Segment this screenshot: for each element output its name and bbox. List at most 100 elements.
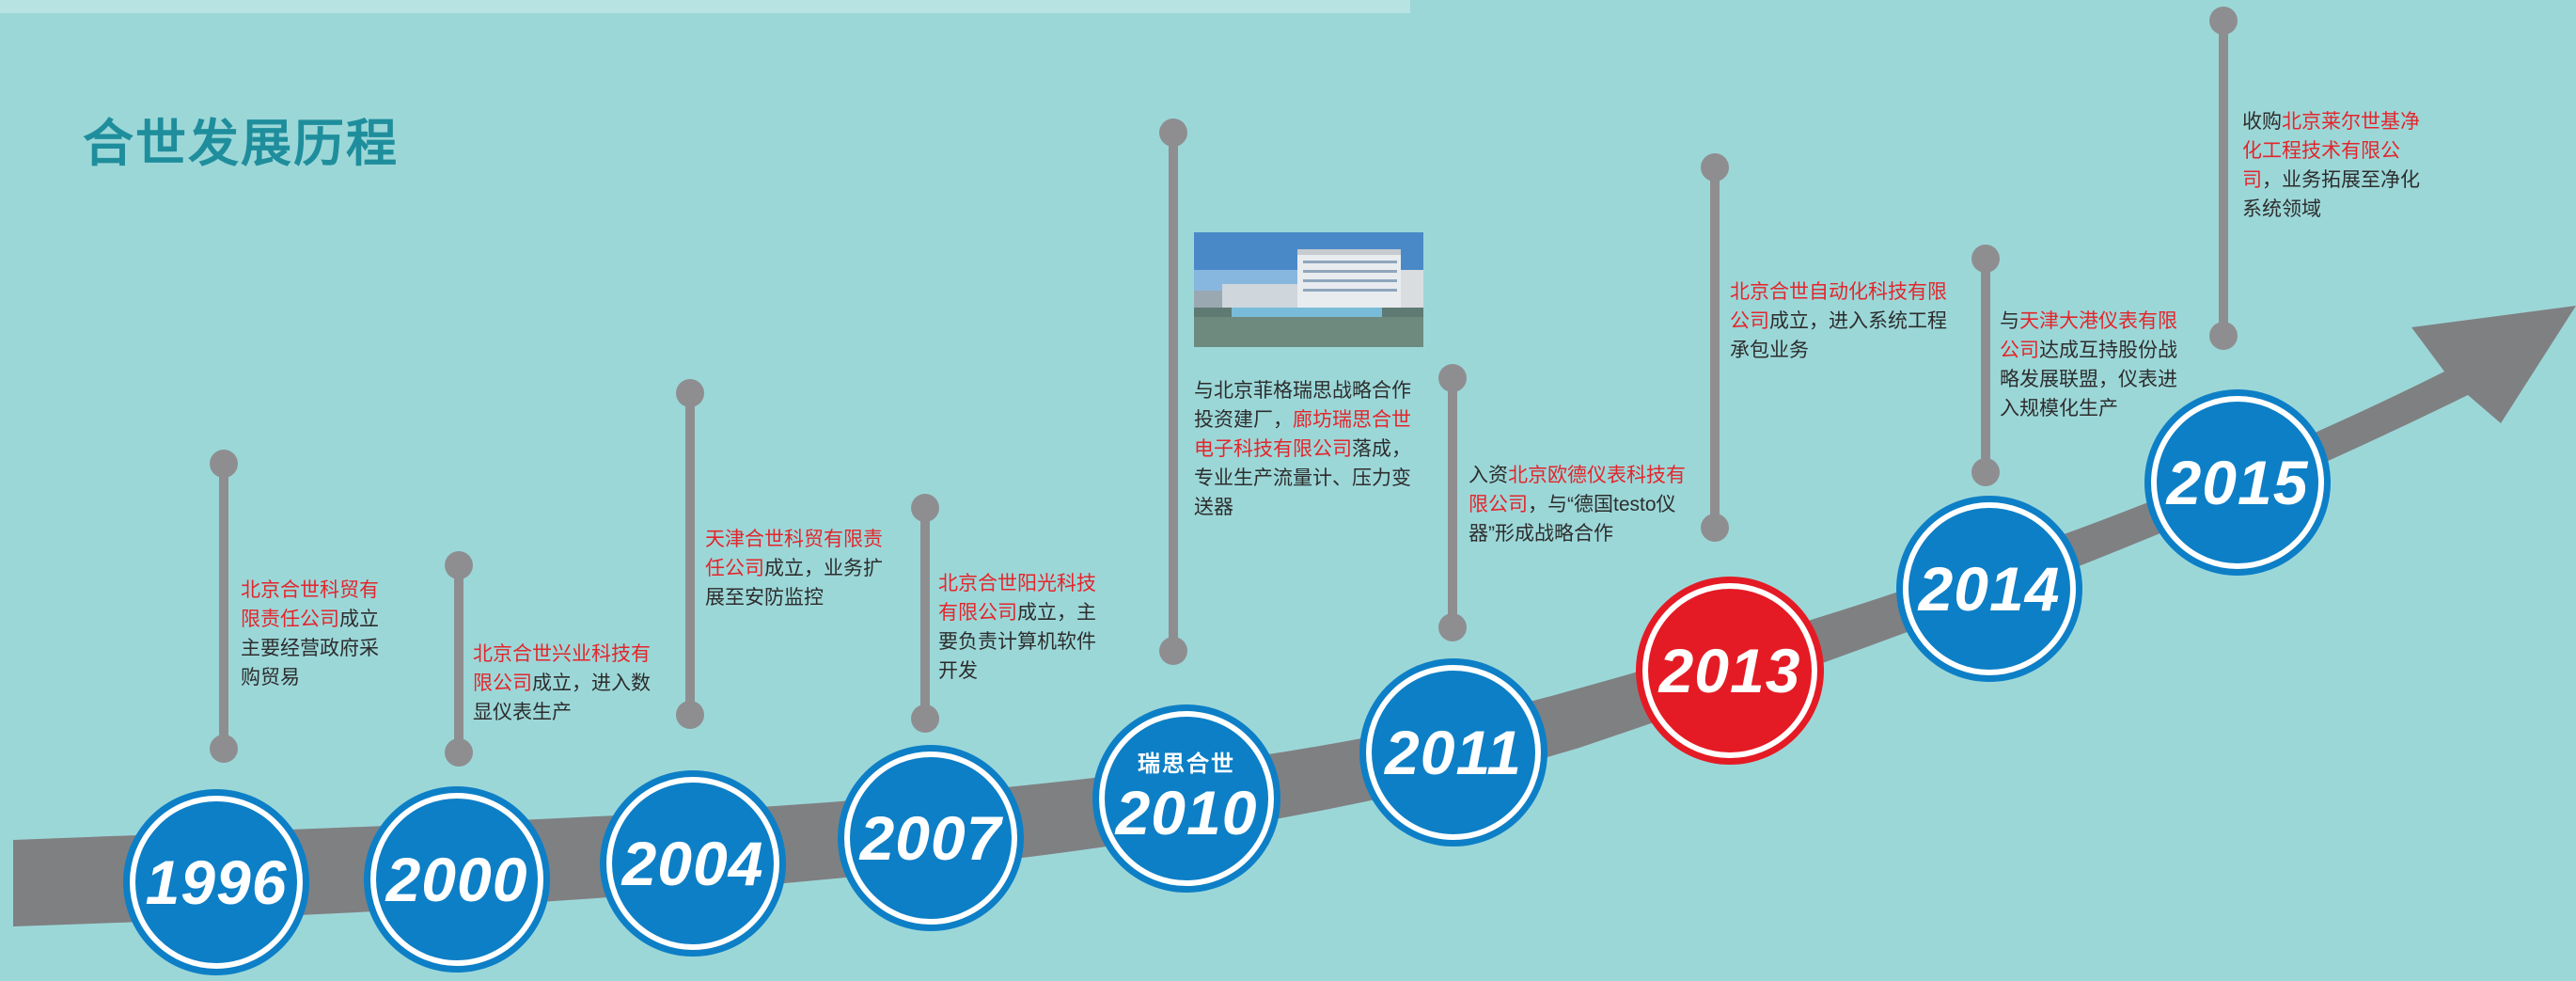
description-text: 系统领域 — [2242, 198, 2321, 220]
milestone-description: 入资北京欧德仪表科技有限公司，与“德国testo仪器”形成战略合作 — [1469, 461, 1686, 548]
badge-year: 2015 — [2166, 448, 2309, 517]
badge-year: 2000 — [385, 845, 528, 914]
company-name: 北京欧德仪表科技有 — [1508, 465, 1686, 486]
milestone-description: 与天津大港仪表有限公司达成互持股份战略发展联盟，仪表进入规模化生产 — [2000, 307, 2177, 423]
milestone-description: 北京合世阳光科技有限公司成立，主要负责计算机软件开发 — [938, 569, 1096, 686]
year-badge-2000: 2000 — [370, 793, 543, 966]
milestone-pin-dot — [445, 551, 473, 579]
company-name: 电子科技有限公司 — [1194, 438, 1352, 460]
year-badge-2014: 2014 — [1903, 502, 2076, 675]
company-name: 限公司 — [473, 672, 532, 694]
milestone-pin-line — [1169, 133, 1178, 651]
company-name: 公司 — [2000, 340, 2039, 361]
milestone-pin-dot — [1701, 514, 1729, 542]
company-name: 北京合世阳光科技 — [938, 573, 1096, 594]
milestone-pin-dot — [911, 704, 939, 733]
year-badge-2004: 2004 — [606, 777, 779, 950]
description-text: 成立，业务扩 — [764, 558, 883, 579]
year-badge-2007: 2007 — [844, 752, 1017, 925]
milestone-pin-line — [920, 508, 930, 719]
milestone-pin-dot — [1438, 364, 1467, 392]
badge-year: 2004 — [621, 829, 764, 898]
milestone-description: 北京合世自动化科技有限公司成立，进入系统工程承包业务 — [1730, 277, 1947, 365]
badge-subtitle: 瑞思合世 — [1138, 752, 1235, 777]
milestone-pin-line — [219, 464, 228, 749]
milestone-pin-line — [685, 393, 695, 715]
description-text: 入资 — [1469, 465, 1508, 486]
description-text: 入规模化生产 — [2000, 398, 2118, 419]
year-badge-2011: 2011 — [1366, 665, 1541, 840]
milestone-pin-dot — [210, 450, 238, 478]
badge-year: 2007 — [859, 803, 1002, 873]
description-text: 成立，进入数 — [532, 672, 651, 694]
badge-year: 2011 — [1385, 718, 1522, 787]
company-name: 廊坊瑞思合世 — [1293, 409, 1411, 431]
description-text: 成立 — [339, 609, 379, 630]
description-text: 落成， — [1352, 438, 1411, 460]
milestone-pin-dot — [676, 379, 704, 407]
description-text: 与 — [2000, 310, 2019, 332]
milestone-pin-line — [2219, 21, 2228, 336]
description-text: 专业生产流量计、压力变 — [1194, 467, 1411, 489]
company-name: 限公司 — [1469, 494, 1528, 515]
company-name: 北京合世科贸有 — [241, 579, 379, 601]
milestone-pin-dot — [210, 735, 238, 763]
milestone-pin-line — [1448, 378, 1457, 627]
company-name: 天津合世科贸有限责 — [705, 529, 883, 550]
milestone-pin-dot — [1438, 613, 1467, 641]
badge-year: 2014 — [1918, 554, 2061, 624]
company-name: 北京合世自动化科技有限 — [1730, 281, 1947, 303]
description-text: ，与“德国testo仪 — [1528, 494, 1676, 515]
badge-year: 2010 — [1115, 778, 1258, 847]
company-name: 限责任公司 — [241, 609, 339, 630]
year-badge-2015: 2015 — [2151, 396, 2324, 569]
milestone-pin-line — [454, 565, 463, 752]
milestone-description: 收购北京莱尔世基净化工程技术有限公司，业务拓展至净化系统领域 — [2242, 107, 2420, 224]
milestone-description: 北京合世科贸有限责任公司成立主要经营政府采购贸易 — [241, 576, 379, 692]
company-name: 有限公司 — [938, 602, 1017, 624]
badge-year: 2013 — [1658, 636, 1801, 705]
milestone-pin-dot — [1701, 153, 1729, 182]
milestone-pin-dot — [1159, 637, 1187, 665]
company-name: 化工程技术有限公 — [2242, 140, 2400, 162]
milestone-description: 北京合世兴业科技有限公司成立，进入数显仪表生产 — [473, 640, 651, 727]
milestone-pin-dot — [1159, 119, 1187, 147]
milestone-description: 天津合世科贸有限责任公司成立，业务扩展至安防监控 — [705, 525, 883, 612]
milestone-pin-dot — [2209, 322, 2238, 350]
milestone-pin-line — [1981, 259, 1990, 472]
description-text: 主要经营政府采 — [241, 638, 379, 659]
year-badge-2013: 2013 — [1642, 583, 1817, 758]
badge-year: 1996 — [145, 847, 288, 917]
description-text: 收购 — [2242, 111, 2282, 133]
description-text: 承包业务 — [1730, 340, 1809, 361]
description-text: 成立，进入系统工程 — [1769, 310, 1947, 332]
company-name: 任公司 — [705, 558, 764, 579]
milestone-pin-dot — [911, 494, 939, 522]
description-text: 成立，主 — [1017, 602, 1096, 624]
description-text: 开发 — [938, 660, 978, 682]
milestone-pin-dot — [1971, 245, 2000, 273]
description-text: 送器 — [1194, 497, 1233, 518]
description-text: 略发展联盟，仪表进 — [2000, 369, 2177, 390]
factory-photo — [1194, 232, 1423, 347]
milestone-pin-dot — [2209, 7, 2238, 35]
company-name: 司 — [2242, 169, 2262, 191]
company-name: 北京合世兴业科技有 — [473, 643, 651, 665]
description-text: 与北京菲格瑞思战略合作 — [1194, 380, 1411, 402]
milestone-pin-dot — [1971, 458, 2000, 486]
company-name: 北京莱尔世基净 — [2282, 111, 2420, 133]
description-text: 显仪表生产 — [473, 702, 572, 723]
description-text: 购贸易 — [241, 667, 300, 688]
description-text: 器”形成战略合作 — [1469, 523, 1613, 545]
description-text: 达成互持股份战 — [2039, 340, 2177, 361]
description-text: 要负责计算机软件 — [938, 631, 1096, 653]
milestone-pin-dot — [676, 701, 704, 729]
milestone-description: 与北京菲格瑞思战略合作投资建厂，廊坊瑞思合世电子科技有限公司落成， 专业生产流量计… — [1194, 376, 1411, 522]
description-text: 展至安防监控 — [705, 587, 824, 609]
description-text: ，业务拓展至净化 — [2262, 169, 2420, 191]
description-text: 投资建厂， — [1194, 409, 1293, 431]
page-title: 合世发展历程 — [83, 116, 399, 172]
year-badge-1996: 1996 — [130, 796, 303, 969]
